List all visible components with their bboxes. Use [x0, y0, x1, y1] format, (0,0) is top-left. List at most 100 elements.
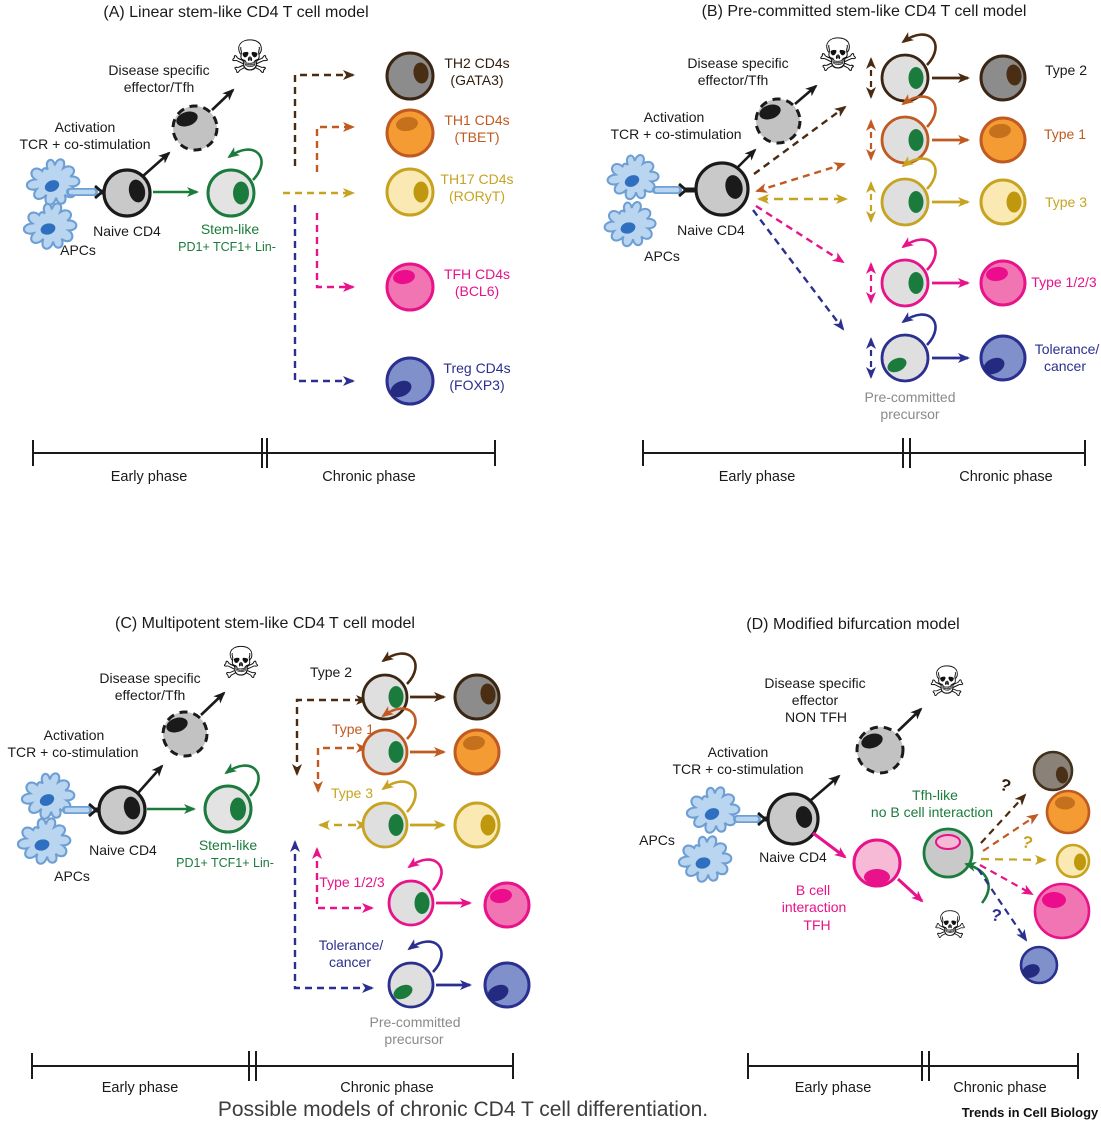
cell-nucleus [393, 984, 413, 1000]
cell-nucleus [388, 686, 404, 708]
timeline [642, 438, 1086, 468]
cell-nucleus [390, 380, 412, 398]
apc-icon [16, 772, 76, 865]
cell-nucleus [176, 111, 198, 127]
effector-label-line1: Disease specific [764, 675, 866, 691]
arrow-effector-to-death [200, 691, 226, 716]
fate-gene-tfh: (BCL6) [454, 283, 500, 299]
panel-d-graphics [677, 707, 1091, 1081]
early-phase-label: Early phase [718, 469, 796, 485]
cell-nucleus [725, 175, 743, 199]
tfh-like-cell [922, 827, 974, 879]
self-renewal-arrow [224, 763, 260, 797]
arrow-naive-to-effector [736, 148, 757, 169]
dashed-path-th2 [293, 70, 355, 166]
figure-caption: Possible models of chronic CD4 T cell di… [217, 1098, 709, 1121]
panel-b-graphics [603, 32, 1086, 468]
tolerance-label-line1: Tolerance/ [1034, 341, 1100, 357]
cell-nucleus [166, 717, 188, 733]
self-renewal-arrow [901, 156, 937, 190]
self-renewal-arrow [901, 312, 937, 346]
apc-icon [22, 158, 81, 250]
stem-like-cell [203, 763, 260, 834]
cell-nucleus [989, 123, 1011, 139]
type3-cell [979, 178, 1027, 226]
apcs-label: APCs [54, 868, 90, 884]
early-phase-label: Early phase [110, 469, 188, 485]
dashed-path-tolerance [290, 840, 374, 993]
cell-nucleus [908, 129, 924, 151]
th2-cell [385, 51, 435, 101]
precursor-cell-type3 [880, 156, 937, 227]
dashed-fan-type1 [982, 813, 1039, 852]
effector-label-line2: effector [791, 692, 839, 708]
naive-cd4-cell [97, 785, 147, 835]
apc-nucleus [44, 180, 60, 192]
self-renewal-arrow [381, 651, 417, 685]
skull-icon: ☠ [221, 638, 261, 689]
fate-label-tfh: TFH CD4s [443, 266, 511, 282]
panel-a-title: (A) Linear stem-like CD4 T cell model [103, 4, 369, 21]
self-renewal-arrow [901, 237, 937, 271]
tolerance-cell-small [1019, 945, 1059, 985]
apc-nucleus [34, 839, 50, 851]
self-renewal-arrow [407, 857, 443, 891]
cell-nucleus [1074, 853, 1086, 871]
type2-label: Type 2 [309, 664, 353, 680]
timeline [747, 1051, 1079, 1081]
fate-gene-th1: (TBET) [454, 129, 500, 145]
effector-label-line2: effector/Tfh [123, 79, 195, 95]
precursor-cell-tolerance [387, 939, 443, 1009]
type1-cell [979, 116, 1027, 164]
activation-label-line1: Activation [707, 744, 769, 760]
type1-cell [453, 728, 501, 776]
cell-nucleus [388, 741, 404, 763]
tfh-cell [385, 262, 435, 312]
apc-nucleus [620, 222, 636, 234]
cell-nucleus [480, 814, 496, 836]
cell-nucleus [230, 797, 246, 821]
cell-nucleus [388, 814, 404, 836]
apcs-label: APCs [644, 248, 680, 264]
tfh-b-interaction-cell [852, 838, 902, 888]
arrow-naive-to-effector [809, 774, 841, 802]
type1-label: Type 1 [1043, 126, 1087, 142]
precursor-cell-type123 [387, 857, 443, 927]
precursor-cell-type1 [880, 94, 937, 165]
activation-label-line2: TCR + co-stimulation [19, 136, 151, 152]
stem-markers-label: PD1+ TCF1+ Lin- [178, 240, 276, 254]
stem-like-label: Stem-like [200, 221, 260, 237]
activation-label-line1: Activation [643, 109, 705, 125]
type2-cell [979, 54, 1027, 102]
effector-label-line2: effector/Tfh [114, 687, 186, 703]
timeline [32, 438, 496, 468]
self-renewal-arrow [407, 939, 443, 973]
apc-nucleus [704, 808, 720, 820]
type123-cell-small [1033, 882, 1091, 940]
self-renewal-arrow [901, 32, 937, 66]
naive-cd4-label: Naive CD4 [93, 223, 161, 239]
activation-label-line2: TCR + co-stimulation [672, 761, 804, 777]
precommitted-label-line1: Pre-committed [864, 389, 956, 405]
effector-label-line3: NON TFH [785, 709, 847, 725]
arrow-naive-to-effector [142, 151, 171, 177]
cell-nucleus [908, 67, 924, 89]
cell-nucleus [128, 179, 146, 203]
panel-c-title: (C) Multipotent stem-like CD4 T cell mod… [115, 615, 415, 632]
timeline [31, 1051, 514, 1081]
arrow-naive-to-effector [137, 764, 164, 794]
apc-nucleus [624, 175, 640, 187]
cell-nucleus [413, 62, 429, 84]
type3-cell-small [1055, 843, 1091, 879]
cell-nucleus [1022, 964, 1040, 978]
th17-cell [385, 167, 435, 217]
b-cell-label-line1: B cell [795, 882, 831, 898]
type2-cell-small [1032, 750, 1074, 792]
th1-cell [385, 108, 435, 158]
self-renewal-arrow [227, 147, 263, 181]
apc-nucleus [695, 857, 711, 869]
dashed-fan-type123 [979, 864, 1034, 895]
type123-label: Type 1/2/3 [319, 874, 385, 890]
cell-nucleus [983, 357, 1005, 375]
